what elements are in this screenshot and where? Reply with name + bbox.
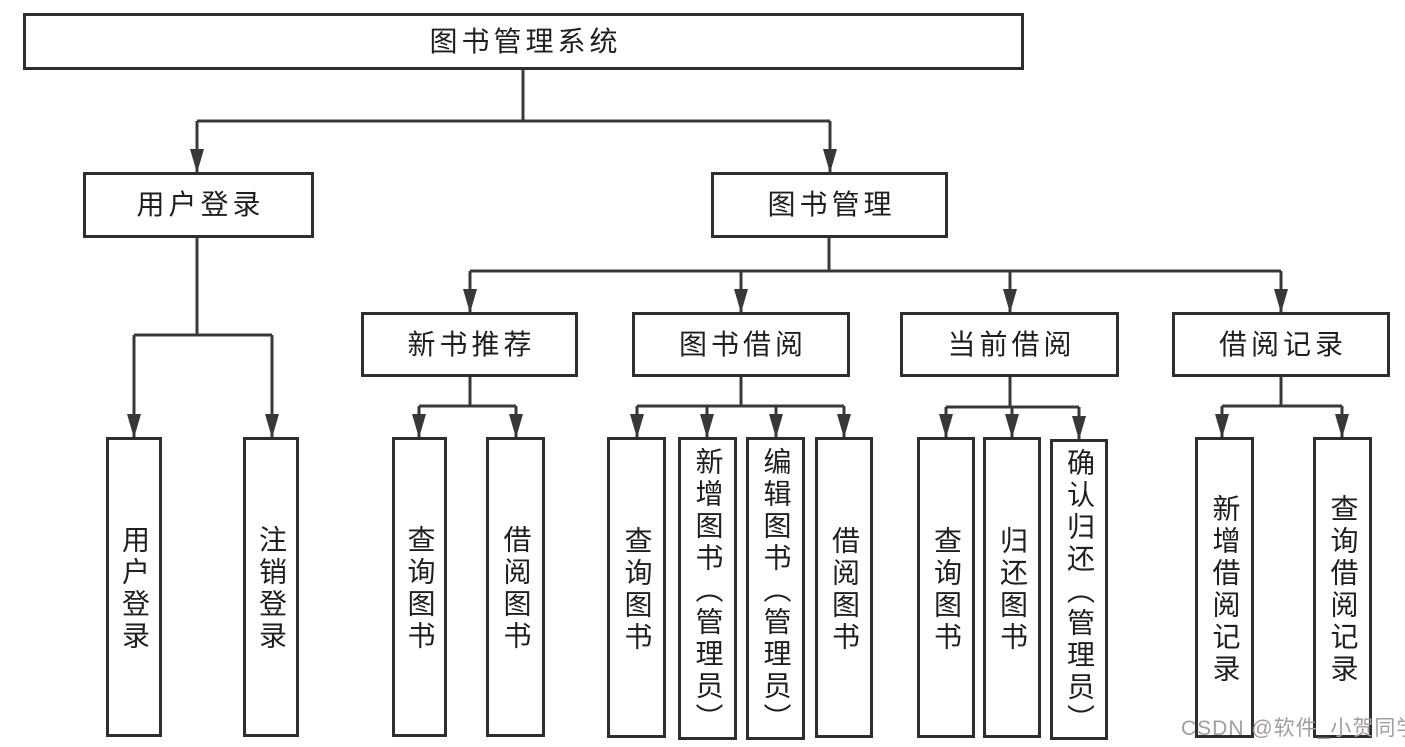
node-query-book-3: 查询图书 — [917, 437, 975, 738]
node-label: 图书管理 — [767, 189, 896, 220]
node-book-borrow: 图书借阅 — [632, 312, 850, 377]
node-borrow-book-2: 借阅图书 — [815, 437, 873, 738]
node-borrow-record: 借阅记录 — [1172, 312, 1390, 377]
node-label: 归还图书 — [997, 525, 1028, 654]
node-label: 注销登录 — [256, 525, 287, 653]
node-label: 查询借阅记录 — [1327, 493, 1359, 686]
node-book-management: 图书管理 — [711, 172, 948, 238]
node-edit-book-admin: 编辑图书（管理员） — [746, 437, 805, 740]
node-return-book: 归还图书 — [983, 437, 1041, 738]
connector-user-login-children — [127, 238, 279, 438]
node-logout: 注销登录 — [243, 437, 299, 737]
node-label: 用户登录 — [119, 525, 150, 653]
node-query-book-1: 查询图书 — [392, 437, 447, 737]
node-user-login: 用户登录 — [83, 172, 314, 238]
node-label: 借阅记录 — [1218, 328, 1347, 360]
node-label: 用户登录 — [136, 189, 265, 220]
node-confirm-return-admin: 确认归还（管理员） — [1050, 439, 1108, 740]
node-library-management-system: 图书管理系统 — [23, 13, 1024, 70]
connector-root-to-level2 — [190, 70, 837, 173]
node-borrow-book-1: 借阅图书 — [486, 437, 545, 737]
node-label: 确认归还（管理员） — [1064, 447, 1095, 736]
node-label: 借阅图书 — [500, 525, 532, 653]
node-label: 编辑图书（管理员） — [760, 446, 792, 735]
node-label: 新增借阅记录 — [1209, 493, 1241, 686]
node-label: 当前借阅 — [947, 328, 1076, 360]
node-label: 新增图书（管理员） — [692, 446, 724, 735]
connector-new-book-rec-children — [412, 377, 523, 438]
node-add-book-admin: 新增图书（管理员） — [678, 437, 737, 740]
node-query-book-2: 查询图书 — [607, 437, 666, 738]
connector-current-borrow-children — [939, 377, 1086, 440]
node-current-borrow: 当前借阅 — [900, 312, 1119, 377]
node-label: 查询图书 — [621, 525, 653, 654]
node-query-borrow-record: 查询借阅记录 — [1313, 437, 1372, 738]
node-user-login-leaf: 用户登录 — [106, 437, 162, 737]
node-add-borrow-record: 新增借阅记录 — [1195, 437, 1254, 738]
node-label: 图书借阅 — [678, 328, 807, 360]
node-new-book-recommend: 新书推荐 — [361, 312, 578, 377]
node-label: 图书管理系统 — [429, 25, 622, 57]
node-label: 查询图书 — [404, 525, 436, 653]
node-label: 查询图书 — [931, 525, 962, 654]
node-label: 借阅图书 — [829, 525, 860, 654]
connector-book-mgmt-children — [463, 238, 1288, 313]
csdn-watermark: CSDN @软件_小贺同学 — [1181, 717, 1405, 740]
connector-book-borrow-children — [630, 377, 851, 438]
node-label: 新书推荐 — [407, 328, 536, 360]
connector-borrow-record-children — [1215, 377, 1349, 438]
